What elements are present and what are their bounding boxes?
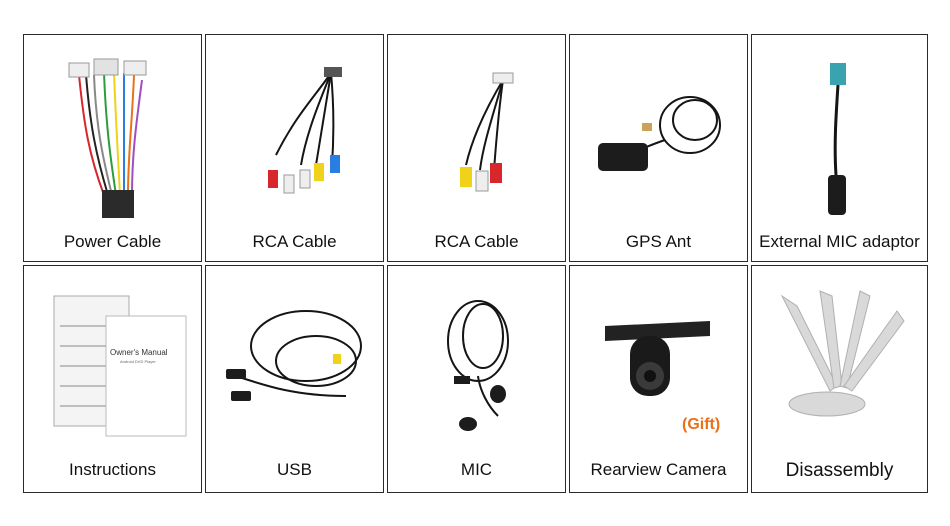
manual-subtitle: Android DVD Player (120, 359, 156, 364)
item-external-mic-adaptor: External MIC adaptor (751, 34, 928, 262)
item-label: MIC (460, 460, 493, 479)
item-label: Instructions (69, 460, 156, 479)
accessory-grid: Power Cable RCA Cable (23, 34, 928, 493)
item-rca-cable-2: RCA Cable (387, 34, 566, 262)
item-label: Rearview Camera (590, 460, 727, 479)
item-disassembly: Disassembly (751, 265, 928, 493)
item-rca-cable: RCA Cable (205, 34, 384, 262)
item-gps-ant: GPS Ant (569, 34, 748, 262)
mic-image (447, 300, 509, 431)
item-label: RCA Cable (252, 232, 337, 251)
power-cable-image (68, 58, 147, 218)
rca-cable-2-image (460, 72, 514, 192)
gps-antenna-image (598, 96, 721, 171)
item-label: USB (277, 460, 312, 479)
disassembly-tools-image (780, 290, 905, 417)
item-usb: USB (205, 265, 384, 493)
gift-tag: (Gift) (682, 416, 721, 433)
instructions-image (53, 295, 187, 437)
item-label: External MIC adaptor (759, 232, 920, 251)
mic-adaptor-image (828, 63, 846, 215)
rca-cable-image (268, 67, 342, 194)
item-rearview-camera: (Gift) Rearview Camera (569, 265, 748, 493)
usb-cable-image (226, 310, 362, 401)
item-label: Power Cable (63, 232, 162, 251)
item-instructions: Owner's Manual Android DVD Player Instru… (23, 265, 202, 493)
item-label: GPS Ant (625, 232, 692, 251)
item-mic: MIC (387, 265, 566, 493)
item-label: Disassembly (785, 460, 894, 481)
item-label: RCA Cable (434, 232, 519, 251)
item-power-cable: Power Cable (23, 34, 202, 262)
manual-title: Owner's Manual (110, 348, 168, 357)
camera-image (605, 321, 710, 396)
